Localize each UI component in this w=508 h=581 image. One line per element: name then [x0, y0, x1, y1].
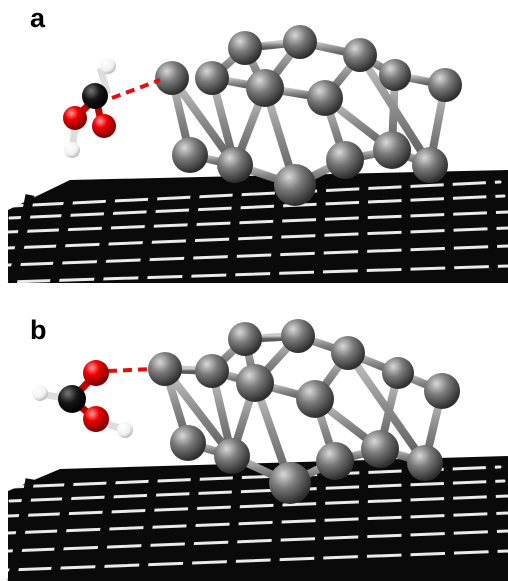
molecular-scene-a: [0, 25, 508, 290]
graphene-sheet: [0, 170, 508, 290]
panel-label: a: [30, 3, 46, 33]
metal-cluster: [155, 25, 462, 206]
panel-label: b: [30, 315, 47, 345]
graphene-sheet: [6, 456, 508, 581]
panel-b: b: [0, 291, 508, 581]
formic-acid-molecule: [63, 58, 116, 158]
molecular-scene-b: [6, 319, 508, 581]
metal-cluster: [148, 319, 460, 504]
dashed-bond: [111, 78, 161, 100]
formic-acid-molecule: [32, 360, 133, 438]
dashed-bond: [107, 367, 153, 373]
panel-a: a: [0, 0, 508, 290]
